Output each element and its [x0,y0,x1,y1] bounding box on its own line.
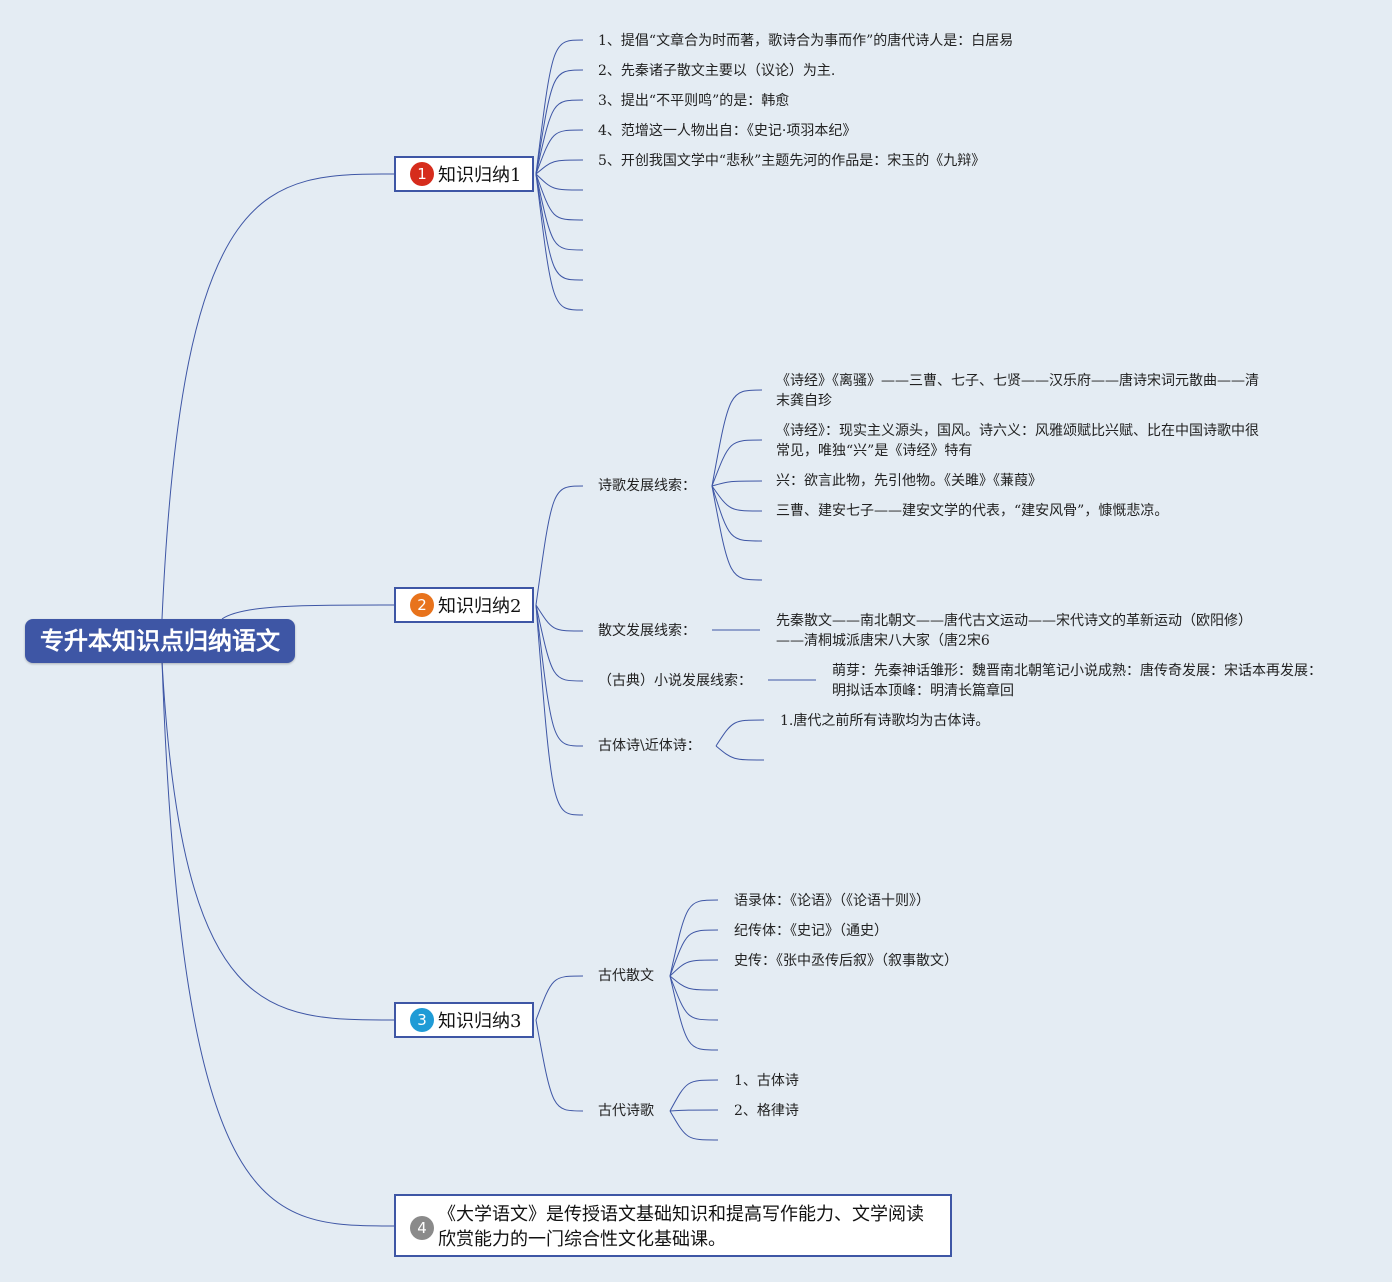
topic2-connector [535,604,584,747]
subtopic-ancient-modern-poetry[interactable]: 古体诗\近体诗： [598,738,701,754]
root-connector [221,604,395,620]
topic2-connector [535,604,584,816]
poetry-connector [711,485,763,512]
prose3-connector [669,929,719,977]
topic1-connector [535,173,584,281]
list-item[interactable]: 《诗经》《离骚》——三曹、七子、七贤——汉乐府——唐诗宋词元散曲——清末龚自珍 [776,373,1259,409]
list-item[interactable]: 1.唐代之前所有诗歌均为古体诗。 [780,713,990,729]
root-connector [161,660,395,1021]
number-badge-3-icon: 3 [410,1008,434,1032]
topic-label: 知识归纳1 [438,165,522,186]
subtopic-prose-development[interactable]: 散文发展线索： [598,623,696,639]
topic-label: 知识归纳2 [438,596,522,617]
list-item[interactable]: 3、提出“不平则鸣”的是：韩愈 [598,93,790,109]
topic-text: 《大学语文》是传授语文基础知识和提高写作能力、文学阅读欣赏能力的一门综合性文化基… [438,1204,924,1250]
subtopic-fiction-development[interactable]: （古典）小说发展线索： [598,673,752,689]
list-item[interactable]: 纪传体：《史记》（通史） [734,923,888,939]
poetry-connector [711,439,763,487]
list-item[interactable]: 萌芽：先秦神话雏形：魏晋南北朝笔记小说成熟：唐传奇发展：宋话本再发展：明拟话本顶… [832,663,1322,699]
list-item[interactable]: 4、范增这一人物出自：《史记·项羽本纪》 [598,123,857,139]
number-badge-4-icon: 4 [410,1216,434,1240]
topic1-connector [535,39,584,175]
ancient-connector [715,745,765,761]
poetry3-connector [669,1110,719,1141]
list-item[interactable]: 兴：欲言此物，先引他物。《关雎》《蒹葭》 [776,473,1042,489]
list-item[interactable]: 2、格律诗 [734,1103,799,1119]
topic1-connector [535,159,584,175]
ancient-connector [715,719,765,747]
topic-knowledge-2[interactable]: 2 知识归纳2 [394,587,534,623]
prose3-connector [669,975,719,991]
prose3-connector [669,899,719,977]
topic1-connector [535,129,584,175]
list-item[interactable]: 1、古体诗 [734,1073,799,1089]
topic3-connector [535,975,584,1021]
prose3-connector [669,959,719,977]
poetry-connector [711,480,763,487]
poetry3-connector [669,1079,719,1112]
topic-knowledge-1[interactable]: 1 知识归纳1 [394,156,534,192]
topic2-connector [535,485,584,606]
poetry3-connector [669,1109,719,1112]
topic1-connector [535,69,584,175]
list-item[interactable]: 1、提倡“文章合为时而著，歌诗合为事而作”的唐代诗人是：白居易 [598,33,1014,49]
number-badge-1-icon: 1 [410,162,434,186]
topic-knowledge-3[interactable]: 3 知识归纳3 [394,1002,534,1038]
list-item[interactable]: 5、开创我国文学中“悲秋”主题先河的作品是：宋玉的《九辩》 [598,153,986,169]
number-badge-2-icon: 2 [410,593,434,617]
root-connector [161,660,395,1227]
list-item[interactable]: 先秦散文——南北朝文——唐代古文运动——宋代诗文的革新运动（欧阳修）——清桐城派… [776,613,1252,649]
root-topic[interactable]: 专升本知识点归纳语文 [25,619,295,663]
list-item[interactable]: 2、先秦诸子散文主要以（议论）为主. [598,63,836,79]
topic-label: 知识归纳3 [438,1011,522,1032]
subtopic-poetry-development[interactable]: 诗歌发展线索： [598,478,696,494]
topic1-connector [535,99,584,175]
topic1-connector [535,173,584,221]
prose3-connector [669,975,719,1021]
subtopic-ancient-prose[interactable]: 古代散文 [598,968,654,984]
list-item[interactable]: 《诗经》：现实主义源头，国风。诗六义：风雅颂赋比兴赋、比在中国诗歌中很常见，唯独… [776,423,1259,459]
topic1-connector [535,173,584,311]
topic-course-description[interactable]: 4 《大学语文》是传授语文基础知识和提高写作能力、文学阅读欣赏能力的一门综合性文… [394,1194,952,1257]
topic1-connector [535,173,584,191]
list-item[interactable]: 史传：《张中丞传后叙》（叙事散文） [734,953,958,969]
topic2-connector [535,604,584,682]
topic3-connector [535,1019,584,1112]
list-item[interactable]: 语录体：《论语》（《论语十则》） [734,893,930,909]
root-connector [161,173,395,620]
topic2-connector [535,604,584,632]
list-item[interactable]: 三曹、建安七子——建安文学的代表，“建安风骨”，慷慨悲凉。 [776,503,1169,519]
prose3-connector [669,975,719,1051]
subtopic-ancient-poetry[interactable]: 古代诗歌 [598,1103,654,1119]
poetry-connector [711,485,763,542]
topic1-connector [535,173,584,251]
poetry-connector [711,485,763,581]
poetry-connector [711,389,763,487]
